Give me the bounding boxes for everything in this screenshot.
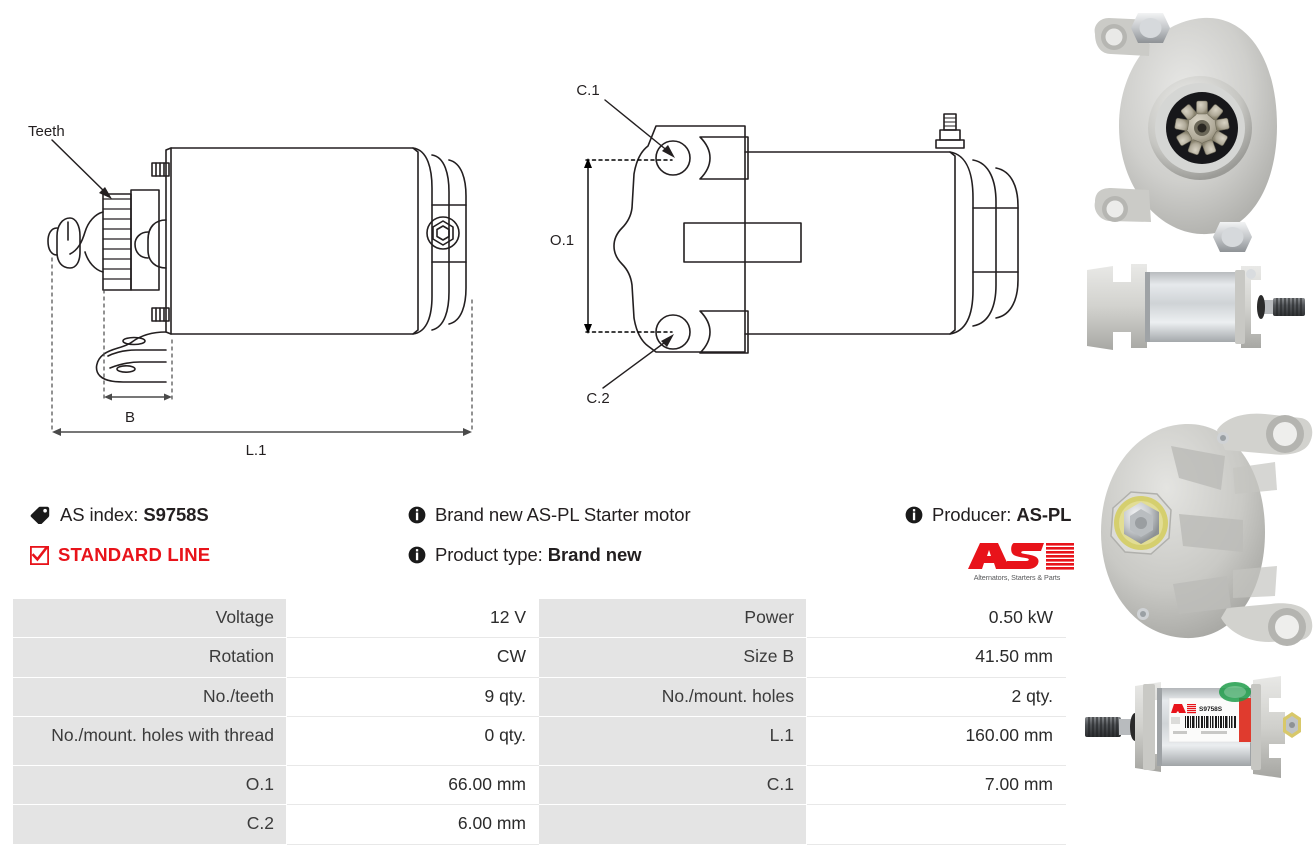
standard-line-badge: STANDARD LINE xyxy=(58,544,211,565)
label-part-index: S9758S xyxy=(1199,706,1223,713)
spec-label: No./mount. holes xyxy=(538,676,807,718)
spec-label: Voltage xyxy=(12,597,287,639)
technical-drawings: Teeth B L.1 C.1 C.2 O.1 xyxy=(0,0,1070,482)
label-o1: O.1 xyxy=(550,232,574,249)
info-circle-icon xyxy=(408,506,426,524)
table-row: O.1 66.00 mm C.1 7.00 mm xyxy=(12,765,1066,806)
label-b: B xyxy=(125,409,135,426)
drawing-canvas: Teeth B L.1 C.1 C.2 O.1 xyxy=(28,82,1019,459)
spec-value: 2 qty. xyxy=(806,676,1066,718)
tag-icon xyxy=(30,506,51,524)
table-row: No./mount. holes with thread 0 qty. L.1 … xyxy=(12,716,1066,767)
as-index-text: AS index: S9758S xyxy=(60,504,209,526)
product-photo-column: S9758S xyxy=(1075,0,1316,860)
label-c1: C.1 xyxy=(576,82,599,99)
table-row: Voltage 12 V Power 0.50 kW xyxy=(12,597,1066,639)
spec-value: 41.50 mm xyxy=(806,637,1066,678)
info-circle-icon xyxy=(408,546,426,564)
spec-value: 7.00 mm xyxy=(806,765,1066,806)
product-info-block: AS index: S9758S STANDARD LINE Brand xyxy=(0,495,1075,590)
spec-label: O.1 xyxy=(12,765,287,806)
starter-front-view-pinion[interactable] xyxy=(1075,4,1316,254)
table-row: Rotation CW Size B 41.50 mm xyxy=(12,637,1066,678)
as-index-value: S9758S xyxy=(143,504,209,525)
spec-label: C.1 xyxy=(538,765,807,806)
label-c2: C.2 xyxy=(586,390,609,407)
as-logo-mark xyxy=(968,543,1074,570)
producer-value: AS-PL xyxy=(1016,504,1072,525)
product-type-value: Brand new xyxy=(547,544,642,565)
producer-label: Producer: xyxy=(932,504,1012,525)
spec-label: No./mount. holes with thread xyxy=(12,716,287,767)
spec-value: CW xyxy=(286,637,539,678)
info-circle-icon xyxy=(905,506,923,524)
spec-label: Power xyxy=(538,597,807,639)
spec-label: No./teeth xyxy=(12,676,287,718)
spec-label xyxy=(538,804,807,845)
producer-text: Producer: AS-PL xyxy=(932,504,1071,526)
spec-label: Size B xyxy=(538,637,807,678)
product-type-text: Product type: Brand new xyxy=(435,544,642,566)
spec-value: 160.00 mm xyxy=(806,716,1066,767)
spec-label: C.2 xyxy=(12,804,287,845)
starter-side-view[interactable] xyxy=(1075,258,1316,386)
table-row: No./teeth 9 qty. No./mount. holes 2 qty. xyxy=(12,676,1066,718)
as-index-row: AS index: S9758S xyxy=(30,504,209,526)
product-line-row: STANDARD LINE xyxy=(30,544,210,566)
spec-value xyxy=(806,804,1066,845)
spec-label: L.1 xyxy=(538,716,807,767)
product-type-label: Product type: xyxy=(435,544,543,565)
spec-label: Rotation xyxy=(12,637,287,678)
spec-value: 9 qty. xyxy=(286,676,539,718)
table-row: C.2 6.00 mm xyxy=(12,804,1066,845)
starter-side-view-with-label[interactable]: S9758S xyxy=(1075,662,1316,802)
as-index-label: AS index: xyxy=(60,504,139,525)
description-row: Brand new AS-PL Starter motor xyxy=(408,504,691,526)
spec-value: 66.00 mm xyxy=(286,765,539,806)
spec-value: 6.00 mm xyxy=(286,804,539,845)
starter-rear-view-terminal[interactable] xyxy=(1075,412,1316,656)
aspl-brand-logo: Alternators, Starters & Parts xyxy=(958,540,1076,584)
description-text: Brand new AS-PL Starter motor xyxy=(435,504,691,525)
spec-value: 0 qty. xyxy=(286,716,539,767)
logo-tagline: Alternators, Starters & Parts xyxy=(973,573,1061,582)
label-teeth: Teeth xyxy=(28,123,65,140)
producer-row: Producer: AS-PL xyxy=(905,504,1071,526)
spec-value: 0.50 kW xyxy=(806,597,1066,639)
spec-value: 12 V xyxy=(286,597,539,639)
label-l1: L.1 xyxy=(246,442,267,459)
specification-table: Voltage 12 V Power 0.50 kW Rotation CW S… xyxy=(12,597,1066,845)
product-type-row: Product type: Brand new xyxy=(408,544,642,566)
checkbox-checked-icon xyxy=(30,545,49,565)
